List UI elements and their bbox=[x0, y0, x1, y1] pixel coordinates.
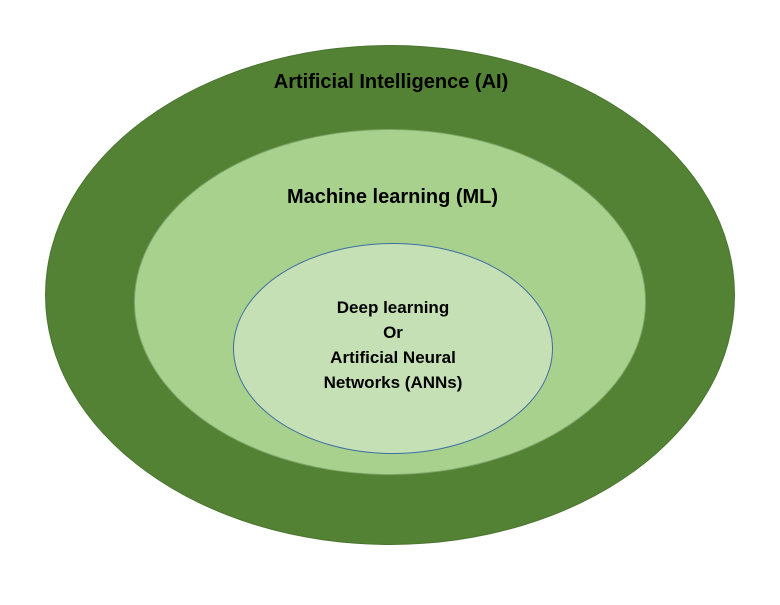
deep-learning-line-4: Networks (ANNs) bbox=[323, 373, 463, 392]
ai-label: Artificial Intelligence (AI) bbox=[273, 71, 509, 93]
ml-label: Machine learning (ML) bbox=[286, 186, 499, 208]
deep-learning-ellipse bbox=[233, 243, 553, 454]
deep-learning-label: Deep learning Or Artificial Neural Netwo… bbox=[233, 295, 553, 395]
deep-learning-line-3: Artificial Neural bbox=[330, 348, 456, 367]
deep-learning-line-2: Or bbox=[383, 323, 403, 342]
deep-learning-line-1: Deep learning bbox=[336, 298, 450, 317]
